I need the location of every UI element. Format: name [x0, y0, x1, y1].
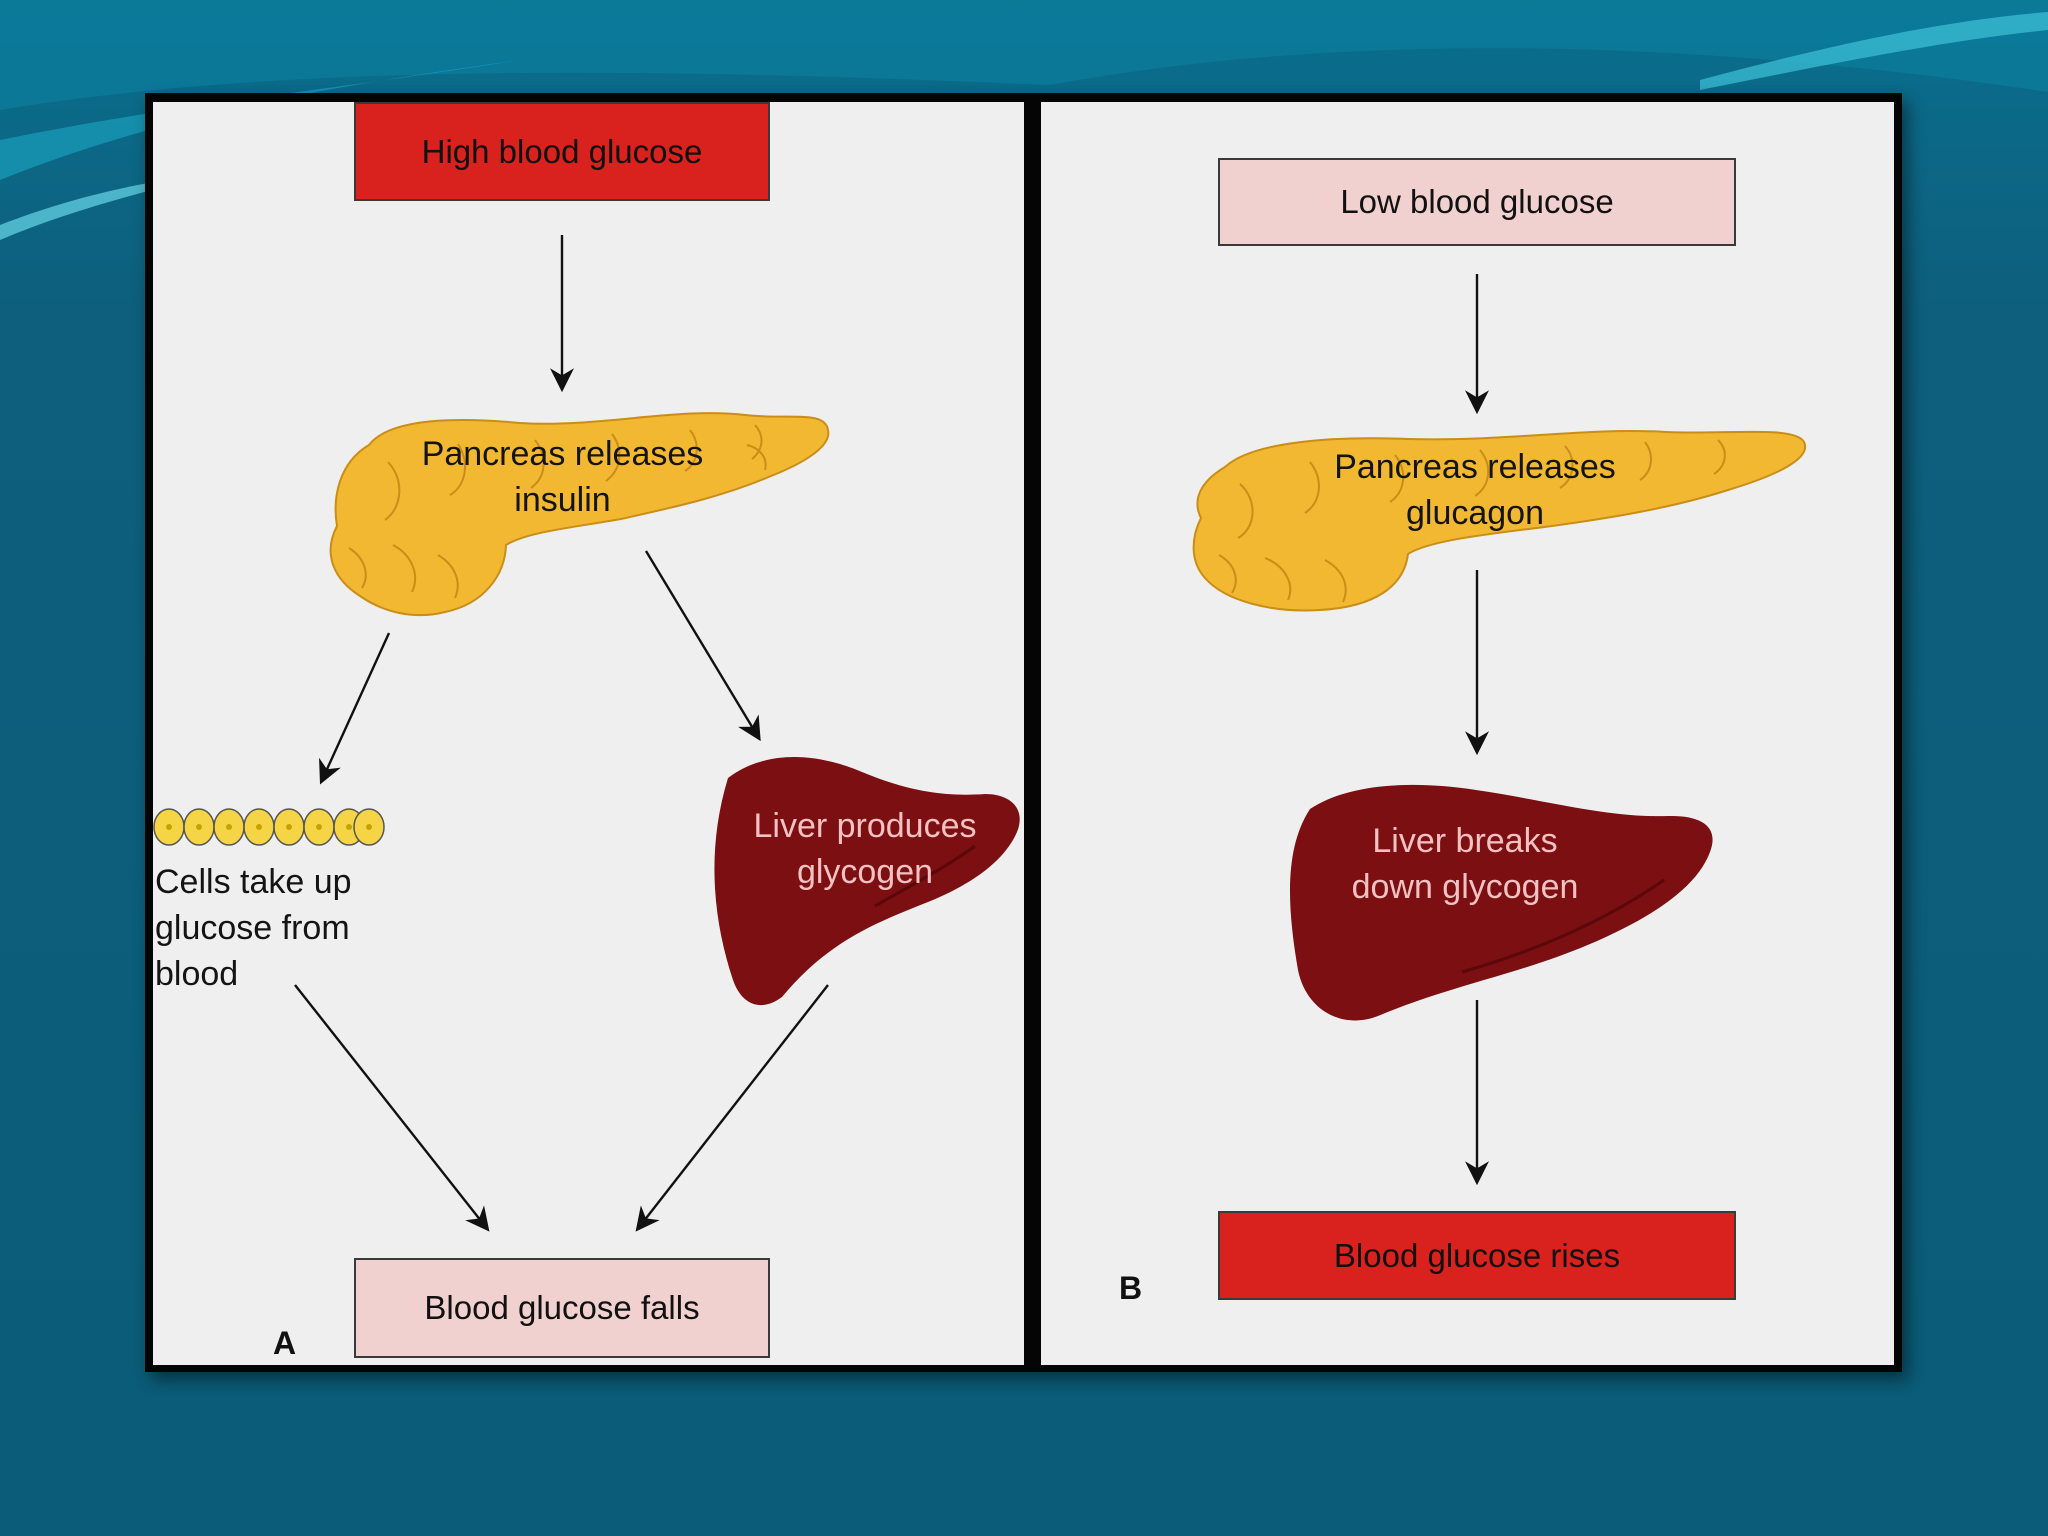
- pancreas-label-b-line2: glucagon: [1405, 494, 1544, 532]
- panel-a: [153, 102, 1024, 1365]
- pancreas-label-a-line2: insulin: [514, 481, 611, 519]
- arrow-a-pancreas-to-cells: [319, 632, 391, 785]
- arrow-a-liver-to-bottom: [635, 984, 829, 1232]
- high-blood-glucose-box: High blood glucose: [354, 102, 770, 201]
- liver-label-b: Liver breaks down glycogen: [1290, 818, 1640, 910]
- cells-label-line2: glucose from: [155, 909, 350, 947]
- liver-label-a-line2: glycogen: [796, 853, 934, 891]
- cells-label-line1: Cells take up: [155, 863, 352, 901]
- liver-label-b-line2: down glycogen: [1351, 868, 1579, 906]
- panel-b-letter: B: [1119, 1270, 1143, 1306]
- cells-label-line3: blood: [155, 955, 239, 993]
- pancreas-label-a: Pancreas releases insulin: [400, 431, 725, 523]
- liver-illustration-b: [1289, 784, 1713, 1021]
- pancreas-label-b-line1: Pancreas releases: [1334, 448, 1616, 486]
- pancreas-illustration-a: [329, 412, 830, 617]
- pancreas-illustration-b: [1192, 430, 1807, 612]
- cells-illustration: [153, 808, 385, 846]
- liver-label-a-line1: Liver produces: [753, 807, 977, 845]
- pancreas-label-a-line1: Pancreas releases: [421, 435, 704, 473]
- liver-illustration-a: [714, 756, 1020, 1006]
- liver-label-b-line1: Liver breaks: [1372, 822, 1558, 860]
- cells-label: Cells take up glucose from blood: [155, 859, 395, 997]
- arrow-a-pancreas-to-liver: [644, 550, 761, 742]
- pancreas-label-b: Pancreas releases glucagon: [1265, 444, 1685, 536]
- arrow-a-cells-to-bottom: [294, 984, 490, 1232]
- blood-glucose-rises-box: Blood glucose rises: [1218, 1211, 1736, 1300]
- liver-label-a: Liver produces glycogen: [730, 803, 1000, 895]
- panel-a-letter: A: [273, 1325, 297, 1361]
- blood-glucose-falls-box: Blood glucose falls: [354, 1258, 770, 1358]
- low-blood-glucose-box: Low blood glucose: [1218, 158, 1736, 246]
